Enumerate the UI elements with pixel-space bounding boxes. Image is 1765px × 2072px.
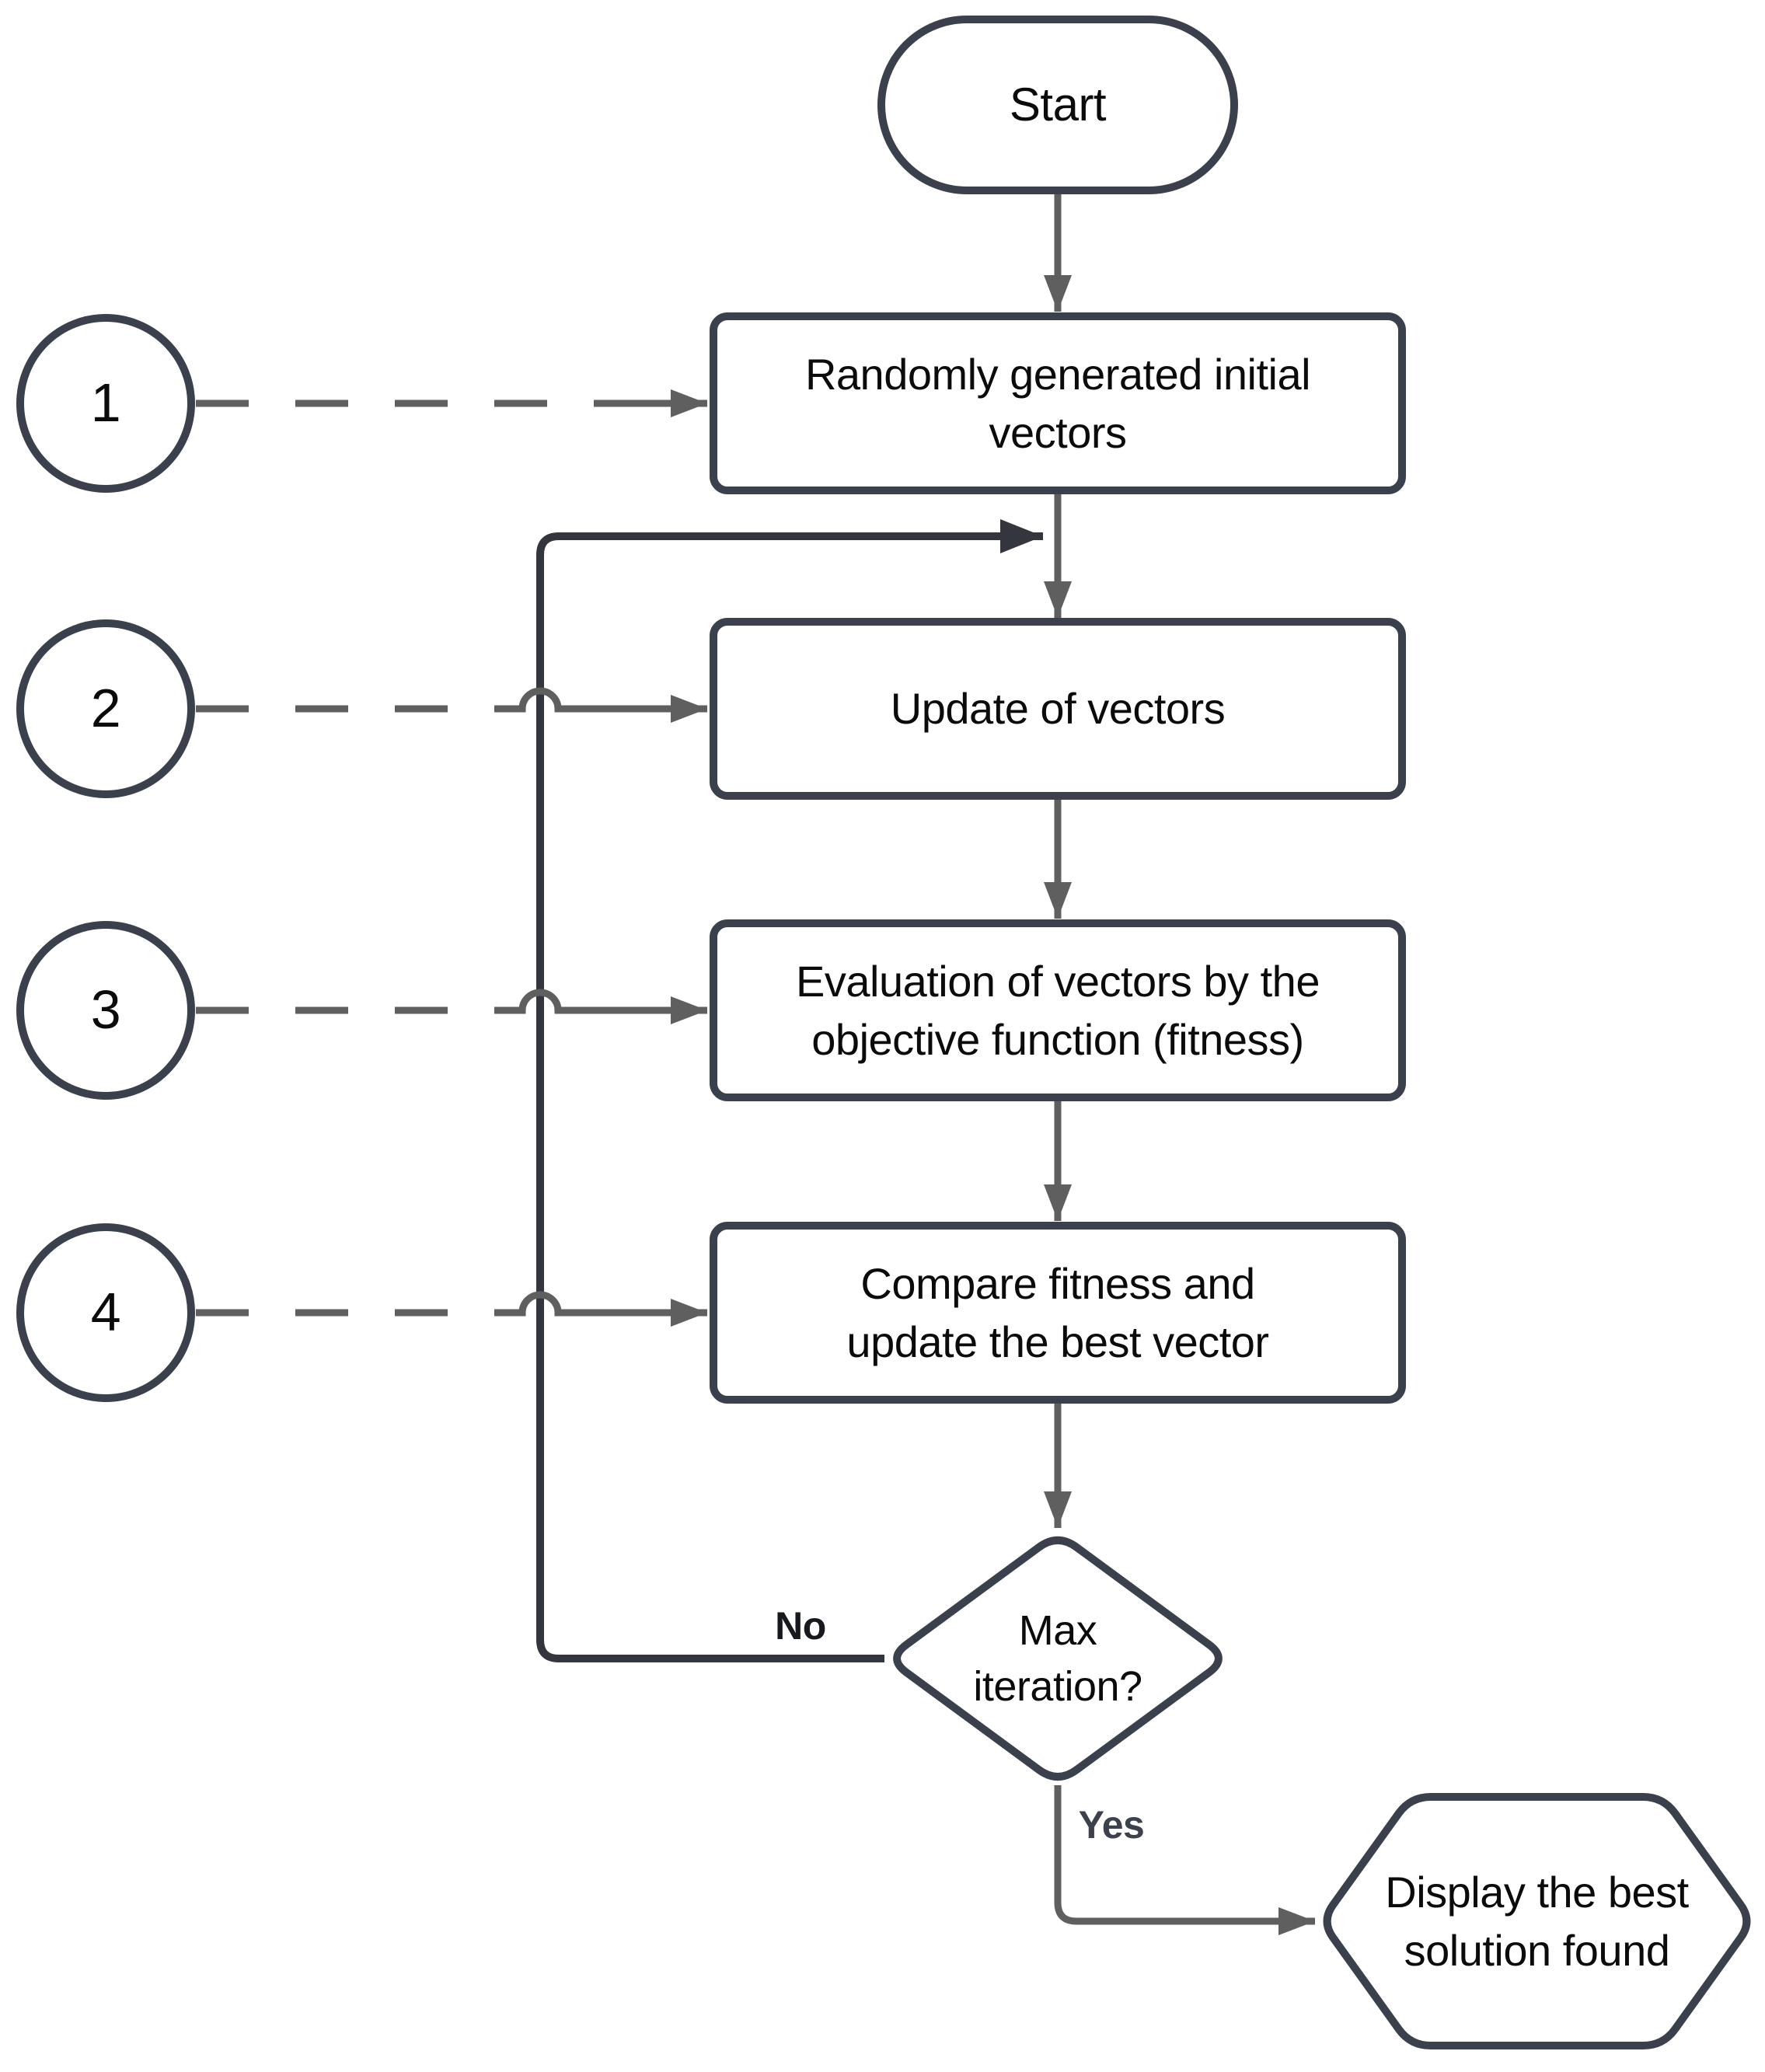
start-node-shape [877,16,1238,194]
step-badge-1: 1 [90,372,121,434]
step-badge-3: 3 [90,979,121,1041]
step4-node-shape [710,1222,1406,1404]
badge-circle-2 [16,619,195,798]
step4-node-label: Compare fitness and update the best vect… [846,1258,1269,1366]
dashed-arrow-3-head [513,989,707,1024]
decision-node-label: Max iteration? [973,1606,1142,1710]
yes-edge-label: Yes [1078,1803,1145,1847]
step3-node-label: Evaluation of vectors by the objective f… [796,956,1320,1064]
badge-circle-4 [16,1223,195,1402]
end-node-label: Display the best solution found [1385,1867,1689,1975]
step3-node-shape [710,919,1406,1101]
yes-arrow [1054,1785,1315,1935]
step-badge-4: 4 [90,1282,121,1343]
dashed-arrow-4-head [513,1291,707,1327]
decision-diamond-shape [893,1536,1223,1781]
dashed-arrow-2-head [513,687,707,723]
end-hexagon-shape [1323,1793,1751,2049]
step2-node-label: Update of vectors [890,684,1226,734]
no-loop-arrow [536,519,1043,1662]
no-edge-label: No [775,1604,826,1648]
step-badge-2: 2 [90,678,121,739]
step1-node-shape [710,312,1406,494]
step1-node-label: Randomly generated initial vectors [804,349,1311,457]
badge-circle-3 [16,921,195,1100]
start-node-label: Start [1009,78,1107,131]
badge-circle-1 [16,314,195,493]
step2-node-shape [710,618,1406,800]
